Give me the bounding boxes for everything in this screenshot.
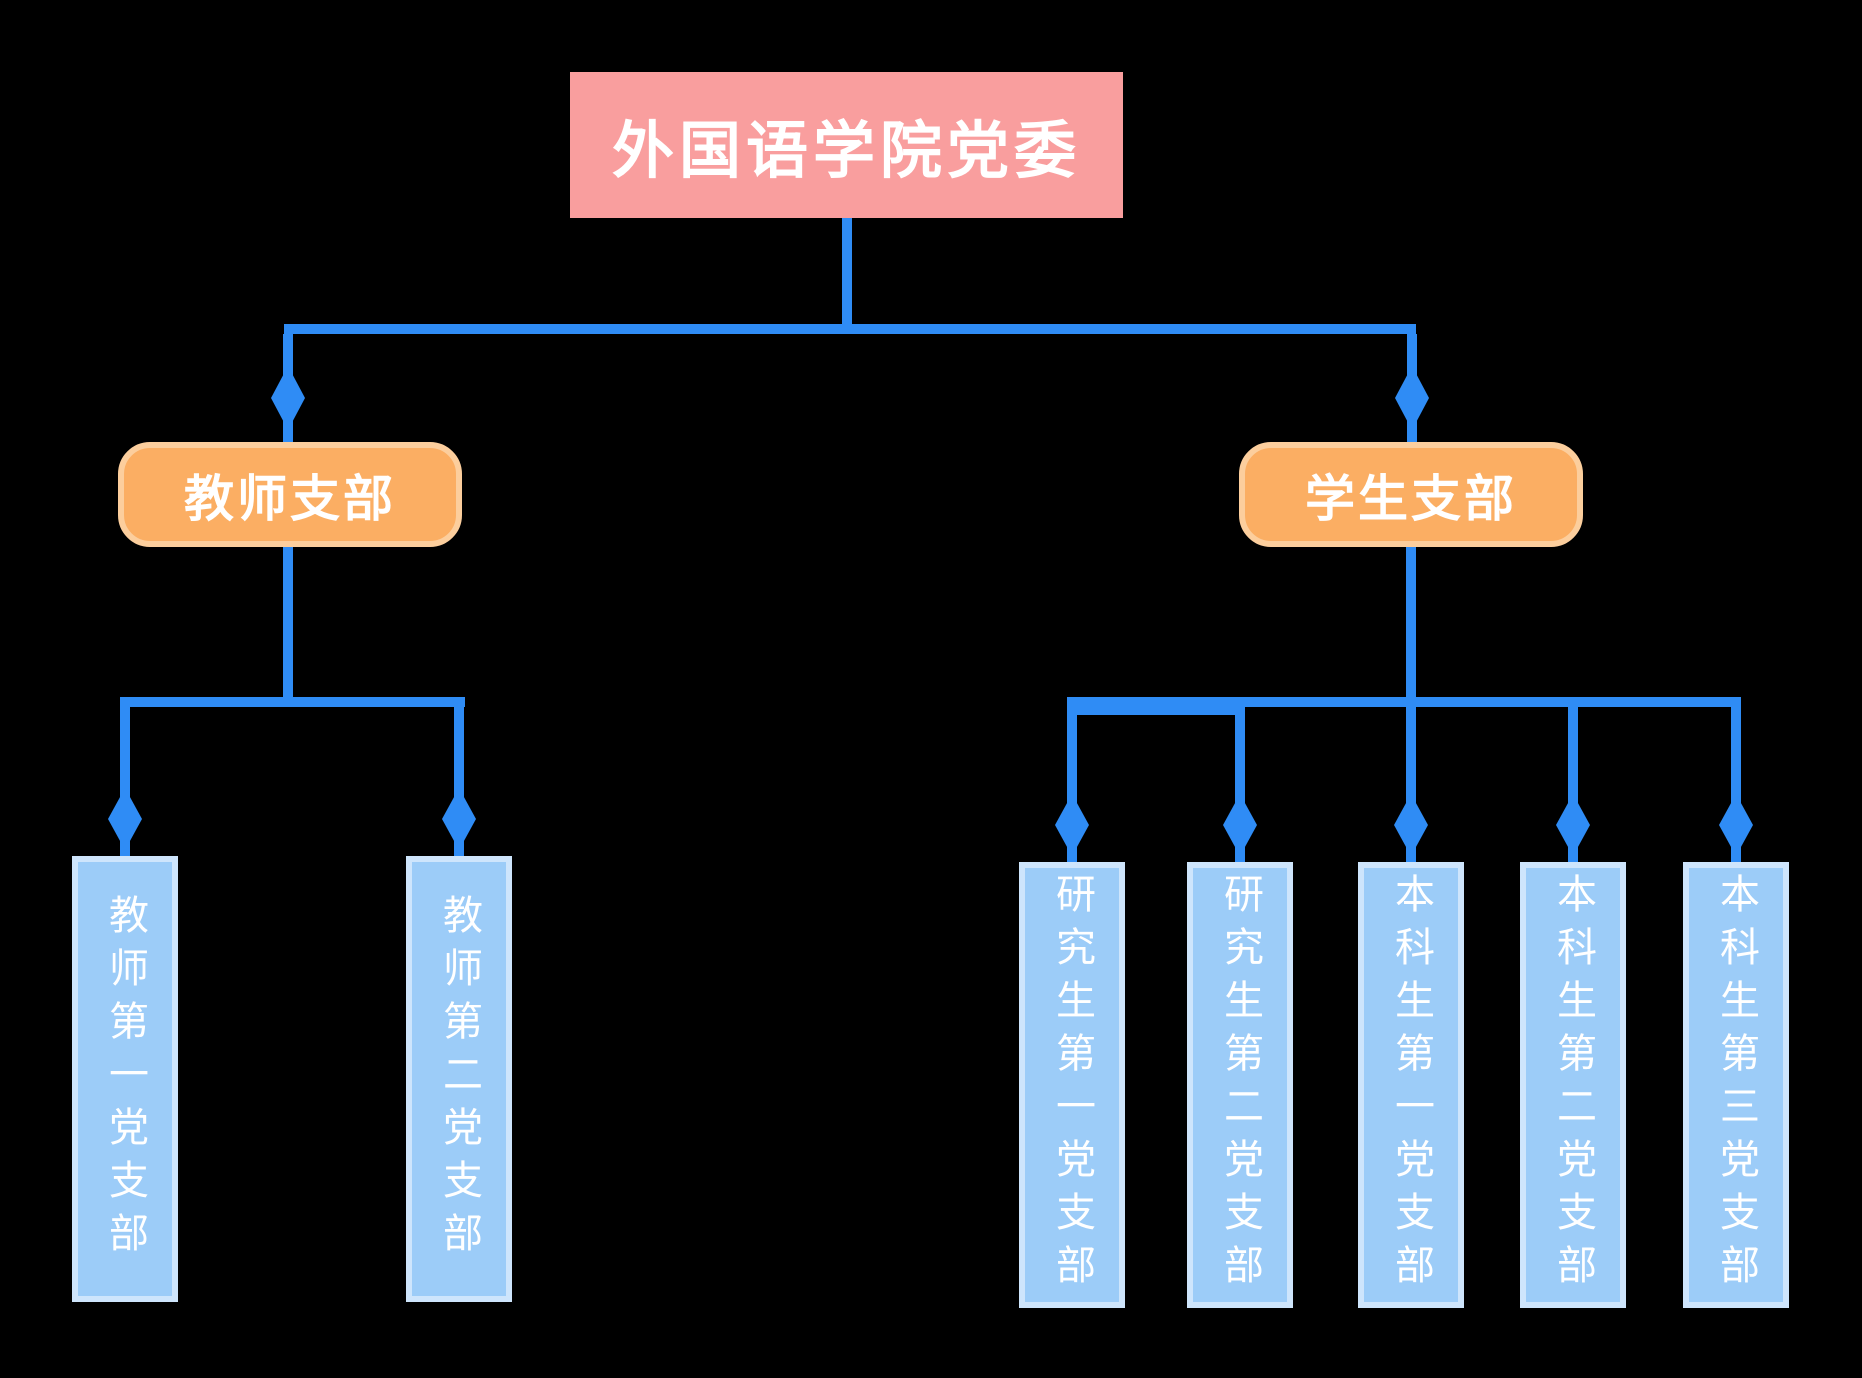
connector-drop-undergrad1 — [1406, 707, 1416, 862]
node-grad-party-branch-1: 研究生第一党支部 — [1019, 862, 1125, 1308]
leaf-label: 教师第一党支部 — [103, 893, 147, 1265]
node-party-committee: 外国语学院党委 — [570, 72, 1123, 218]
connector-student-trunk — [1406, 547, 1416, 707]
connector-drop-grad1 — [1067, 707, 1077, 862]
leaf-label: 本科生第一党支部 — [1389, 873, 1433, 1297]
node-teacher-party-branch-1: 教师第一党支部 — [72, 856, 178, 1302]
leaf-label: 本科生第二党支部 — [1551, 873, 1595, 1297]
arrowhead-grad2-icon — [1223, 794, 1257, 856]
connector-level1-hline — [284, 324, 1416, 334]
leaf-label: 研究生第二党支部 — [1218, 873, 1262, 1297]
arrowhead-undergrad1-icon — [1394, 794, 1428, 856]
node-undergrad-party-branch-2: 本科生第二党支部 — [1520, 862, 1626, 1308]
node-student-branch: 学生支部 — [1239, 442, 1583, 547]
node-teacher-party-branch-2: 教师第二党支部 — [406, 856, 512, 1302]
connector-drop-teacher1 — [120, 707, 130, 856]
arrowhead-teacher2-icon — [442, 788, 476, 850]
connector-student-hline — [1067, 697, 1741, 707]
connector-teacher-trunk — [283, 547, 293, 707]
arrowhead-teacher1-icon — [108, 788, 142, 850]
connector-teacher-hline — [120, 697, 465, 707]
connector-student-hline-step — [1067, 706, 1245, 715]
leaf-label: 本科生第三党支部 — [1714, 873, 1758, 1297]
arrowhead-undergrad3-icon — [1719, 794, 1753, 856]
connector-drop-grad2 — [1235, 707, 1245, 862]
arrowhead-undergrad2-icon — [1556, 794, 1590, 856]
node-undergrad-party-branch-3: 本科生第三党支部 — [1683, 862, 1789, 1308]
connector-drop-teacher2 — [454, 707, 464, 856]
node-grad-party-branch-2: 研究生第二党支部 — [1187, 862, 1293, 1308]
leaf-label: 研究生第一党支部 — [1050, 873, 1094, 1297]
connector-drop-undergrad3 — [1731, 707, 1741, 862]
node-teacher-branch: 教师支部 — [118, 442, 462, 547]
arrowhead-students-icon — [1395, 366, 1429, 430]
connector-drop-undergrad2 — [1568, 707, 1578, 862]
leaf-label: 教师第二党支部 — [437, 893, 481, 1265]
connector-root-trunk — [842, 218, 852, 330]
arrowhead-teachers-icon — [271, 366, 305, 430]
node-undergrad-party-branch-1: 本科生第一党支部 — [1358, 862, 1464, 1308]
arrowhead-grad1-icon — [1055, 794, 1089, 856]
